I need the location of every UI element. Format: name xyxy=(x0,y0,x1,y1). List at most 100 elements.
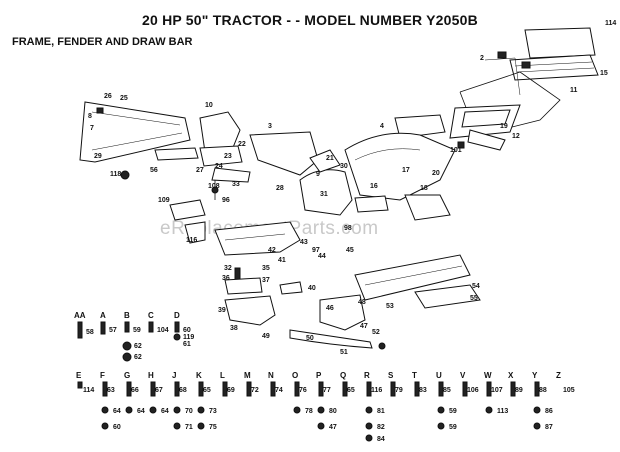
hardware-letter-r: R xyxy=(364,371,370,380)
callout-41: 40 xyxy=(308,285,316,292)
callout-98: 97 xyxy=(312,247,320,254)
hardware-extra-h80: 80 xyxy=(329,408,337,415)
callout-45: 44 xyxy=(318,253,326,260)
hardware-part-63: 63 xyxy=(107,387,115,394)
hardware-part-105: 105 xyxy=(563,387,575,394)
hardware-icons-row2 xyxy=(77,381,541,442)
callout-42: 41 xyxy=(278,257,286,264)
callout-3: 3 xyxy=(268,123,272,130)
hardware-extra-h47: 47 xyxy=(329,424,337,431)
hardware-letter-j: J xyxy=(172,371,176,380)
hardware-extra-h113: 113 xyxy=(497,408,508,415)
callout-28: 27 xyxy=(196,167,204,174)
callout-99: 98 xyxy=(344,225,352,232)
hardware-part-116: 116 xyxy=(371,387,382,394)
callout-118: 116 xyxy=(186,237,197,244)
callout-11: 11 xyxy=(570,87,578,94)
hardware-letter-z: Z xyxy=(556,371,561,380)
callout-109: 108 xyxy=(208,183,220,190)
callout-97: 96 xyxy=(222,197,230,204)
callout-48: 47 xyxy=(360,323,368,330)
callout-32: 28 xyxy=(276,185,284,192)
callout-116: 109 xyxy=(158,197,170,204)
hardware-letter-v: V xyxy=(460,371,466,380)
callout-25: 25 xyxy=(120,95,128,102)
hardware-letter-l: L xyxy=(220,371,225,380)
frame-side-plate-left xyxy=(79,101,199,180)
hardware-part-119: 119 xyxy=(183,334,194,341)
callout-101: 101 xyxy=(450,147,462,154)
hardware-part-57: 57 xyxy=(109,327,117,334)
callout-19: 19 xyxy=(500,123,508,130)
callout-49: 48 xyxy=(358,299,366,306)
section-subtitle: FRAME, FENDER AND DRAW BAR xyxy=(12,36,193,48)
hardware-letter-m: M xyxy=(244,371,251,380)
callout-8: 8 xyxy=(88,113,92,120)
hardware-letter-c: C xyxy=(148,311,154,320)
hardware-extra-h70: 70 xyxy=(185,408,193,415)
callout-labels: 114 2 15 11 19 12 101 3 4 7 8 9 21 22 10… xyxy=(88,20,616,356)
hardware-part-60: 60 xyxy=(183,327,191,334)
hardware-part-79: 79 xyxy=(395,387,403,394)
callout-50: 49 xyxy=(262,333,270,340)
hardware-part-89: 89 xyxy=(515,387,523,394)
hardware-letter-d: D xyxy=(174,311,180,320)
callout-96: 118 xyxy=(110,171,121,178)
hardware-extra-h59a: 59 xyxy=(449,408,457,415)
hardware-extra-h75: 75 xyxy=(209,424,217,431)
hardware-extra-h84: 84 xyxy=(377,436,385,443)
hardware-part-106: 106 xyxy=(467,387,479,394)
callout-22: 22 xyxy=(238,141,246,148)
hardware-letter-aa: AA xyxy=(74,311,86,320)
hardware-part-59: 59 xyxy=(133,327,141,334)
callout-53: 52 xyxy=(372,329,380,336)
callout-51: 50 xyxy=(306,335,314,342)
callout-114: 114 xyxy=(605,20,616,27)
hardware-part-61: 61 xyxy=(183,341,191,348)
callout-29: 29 xyxy=(94,153,102,160)
callout-31: 31 xyxy=(320,191,328,198)
callout-56: 55 xyxy=(470,295,478,302)
callout-55: 54 xyxy=(472,283,480,290)
draw-bar-assembly xyxy=(224,254,481,350)
hardware-letter-b: B xyxy=(124,311,130,320)
hardware-extra-h86: 86 xyxy=(545,408,553,415)
callout-36: 35 xyxy=(262,265,270,272)
hardware-extra-h81: 81 xyxy=(377,408,385,415)
hardware-extra-h59b: 59 xyxy=(449,424,457,431)
callout-33: 33 xyxy=(232,181,240,188)
hardware-row2-labels: E114F63G66H67J68K65L69M72N74O76P77Q65R11… xyxy=(76,371,575,443)
hardware-letter-e: E xyxy=(76,371,82,380)
hardware-letter-x: X xyxy=(508,371,514,380)
callout-18: 18 xyxy=(420,185,428,192)
hardware-part-66: 66 xyxy=(131,387,139,394)
hardware-letter-t: T xyxy=(412,371,417,380)
hardware-extra-h82: 82 xyxy=(377,424,385,431)
hardware-extra-h78: 78 xyxy=(305,408,313,415)
callout-16: 16 xyxy=(370,183,378,190)
hardware-letter-h: H xyxy=(148,371,154,380)
callout-27: 24 xyxy=(215,163,223,170)
hardware-letter-p: P xyxy=(316,371,322,380)
hardware-part-85: 85 xyxy=(443,387,451,394)
hardware-icons-row1 xyxy=(77,321,181,362)
hardware-part-65: 65 xyxy=(203,387,211,394)
callout-30: 30 xyxy=(340,163,348,170)
hardware-part-62a: 62 xyxy=(134,343,142,350)
hardware-letter-s: S xyxy=(388,371,394,380)
callout-40: 39 xyxy=(218,307,226,314)
callout-23: 10 xyxy=(205,102,213,109)
hardware-part-65: 65 xyxy=(347,387,355,394)
hardware-part-76: 76 xyxy=(299,387,307,394)
hardware-part-72: 72 xyxy=(251,387,259,394)
dash-console xyxy=(169,111,319,221)
main-fender xyxy=(299,132,456,221)
callout-52: 51 xyxy=(340,349,348,356)
callout-21: 21 xyxy=(326,155,334,162)
callout-17: 17 xyxy=(402,167,410,174)
rear-fender-right xyxy=(394,104,521,151)
hardware-extra-h73: 73 xyxy=(209,408,217,415)
hardware-part-74: 74 xyxy=(275,387,283,394)
hardware-part-83: 83 xyxy=(419,387,427,394)
hardware-part-69: 69 xyxy=(227,387,235,394)
